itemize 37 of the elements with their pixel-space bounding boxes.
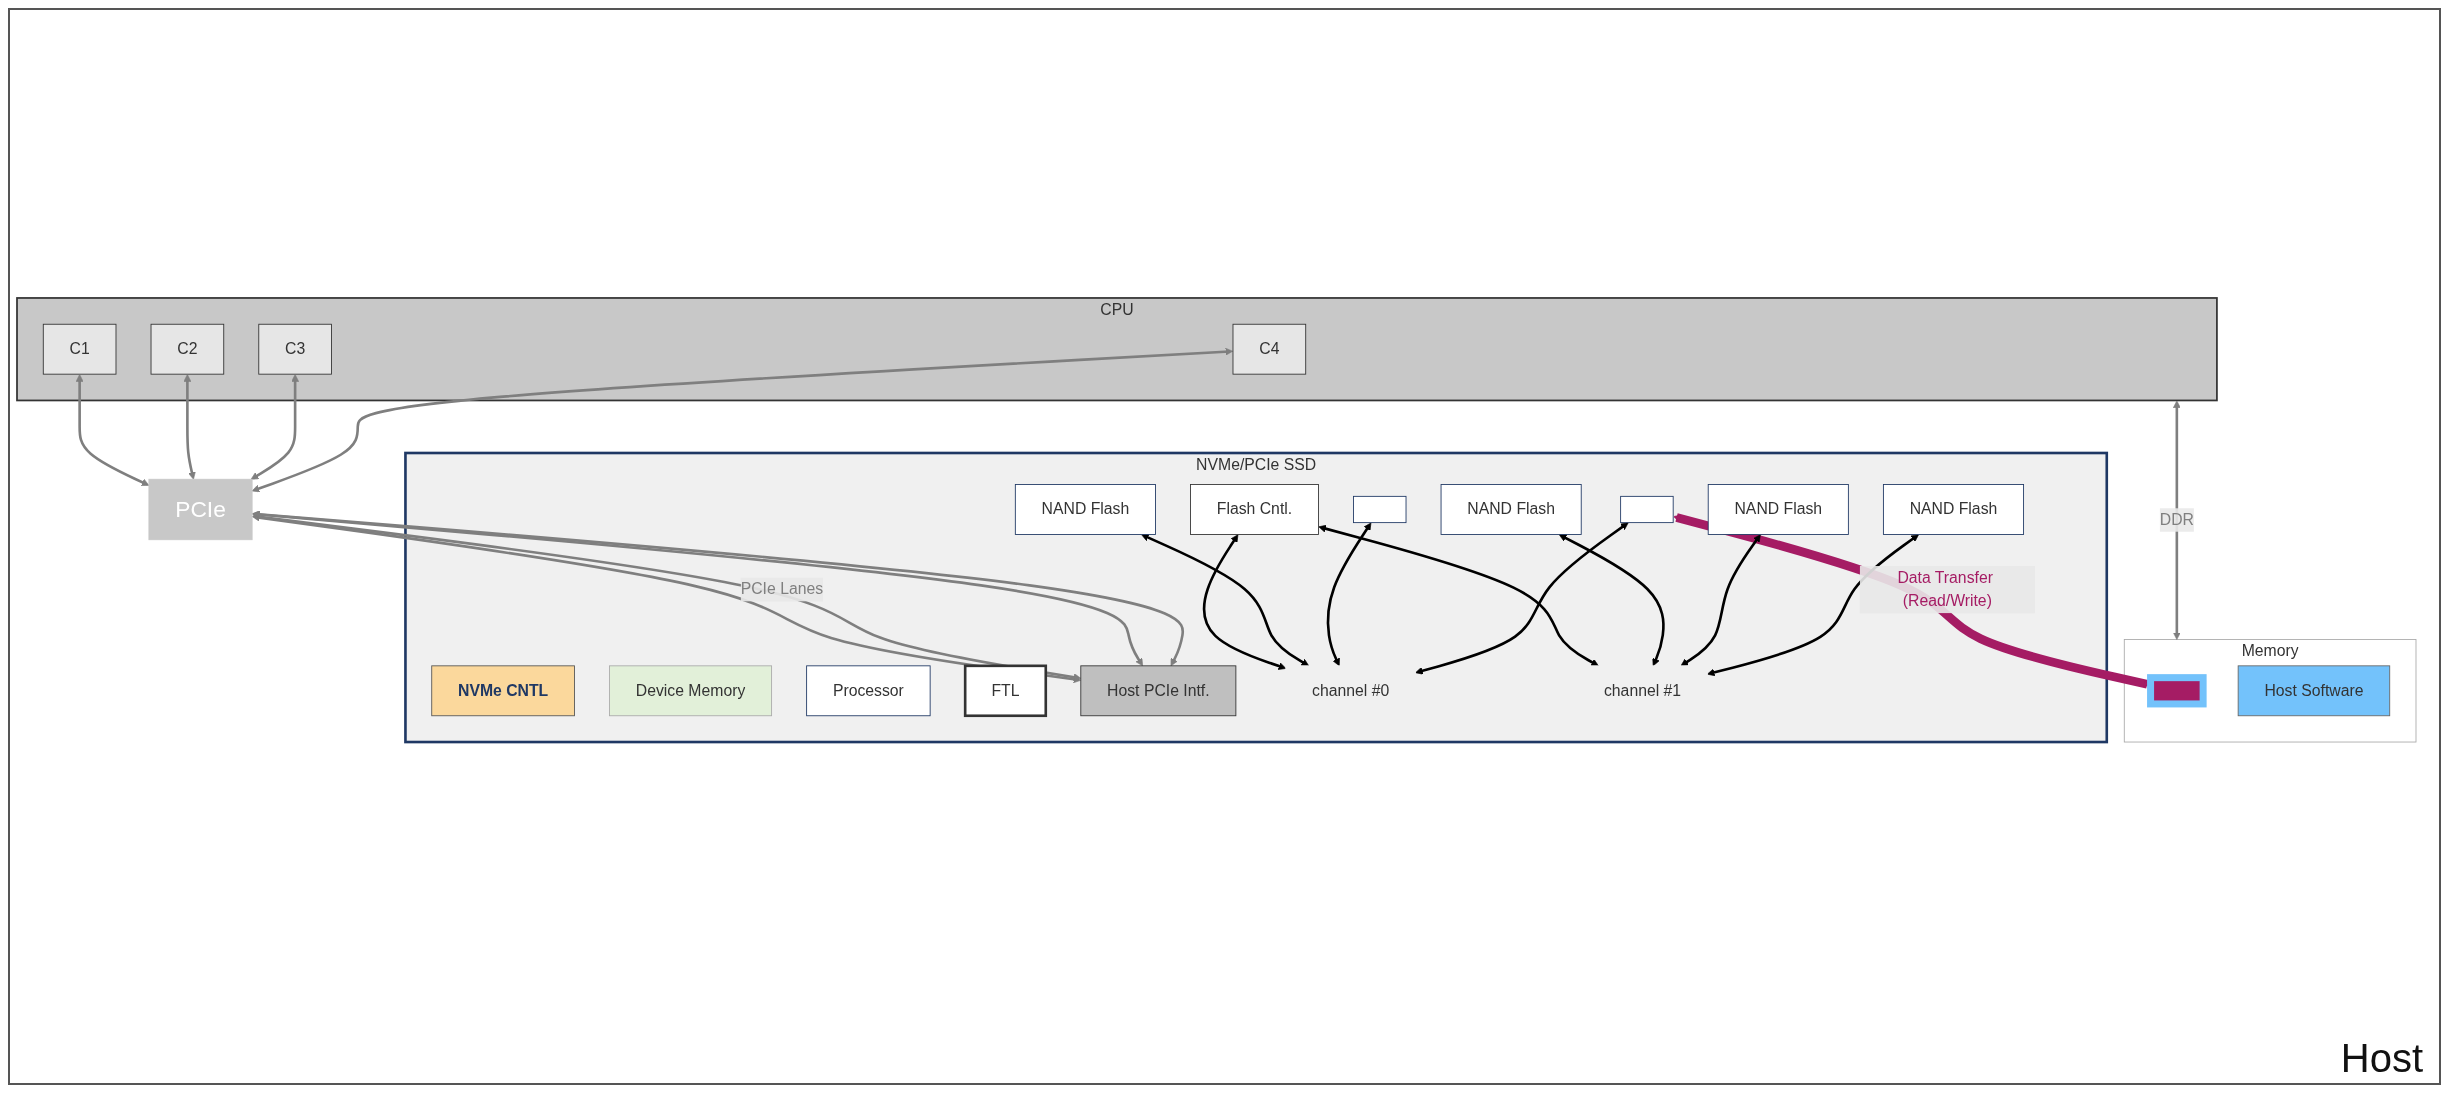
arrow (1318, 524, 1599, 667)
node-box: Processor (806, 665, 931, 717)
node-box (1353, 495, 1407, 524)
node-text: channel #1 (1603, 681, 1682, 700)
arrow (2173, 400, 2181, 640)
arrow (1141, 533, 1310, 667)
node-box (2147, 674, 2207, 708)
node-box: NAND Flash (1882, 484, 2024, 535)
node-box: Flash Cntl. (1190, 484, 1319, 535)
node-box: C1 (42, 323, 117, 375)
arrow (251, 347, 1233, 493)
node-text: channel #0 (1312, 681, 1390, 700)
edge-label: Data Transfer (Read/Write) (1897, 568, 1993, 610)
node-box: Device Memory (609, 665, 773, 717)
arrow (75, 374, 150, 486)
node-box: NAND Flash (1707, 484, 1849, 535)
node-box: NAND Flash (1014, 484, 1156, 535)
edge-label: DDR (2159, 510, 2194, 529)
arrow (250, 374, 299, 480)
arrow (183, 374, 196, 480)
node-box: Host PCIe Intf. (1080, 665, 1237, 717)
node-box: Host Software (2237, 665, 2391, 717)
arrow (1558, 534, 1665, 667)
edge-label: PCIe Lanes (740, 580, 824, 598)
arrow (1680, 534, 1761, 667)
node-box: NAND Flash (1440, 484, 1582, 535)
arrow (1326, 522, 1372, 667)
arrow (1707, 534, 1919, 677)
arrow (1415, 522, 1629, 675)
arrow (1202, 534, 1287, 670)
node-box (1620, 495, 1674, 524)
node-box: FTL (963, 664, 1048, 718)
node-box: C4 (1232, 323, 1307, 375)
frame-label: Host (2340, 1036, 2423, 1081)
node-box: C2 (150, 323, 225, 375)
node-box: C3 (258, 323, 332, 375)
node-box: NVMe CNTL (431, 665, 575, 717)
